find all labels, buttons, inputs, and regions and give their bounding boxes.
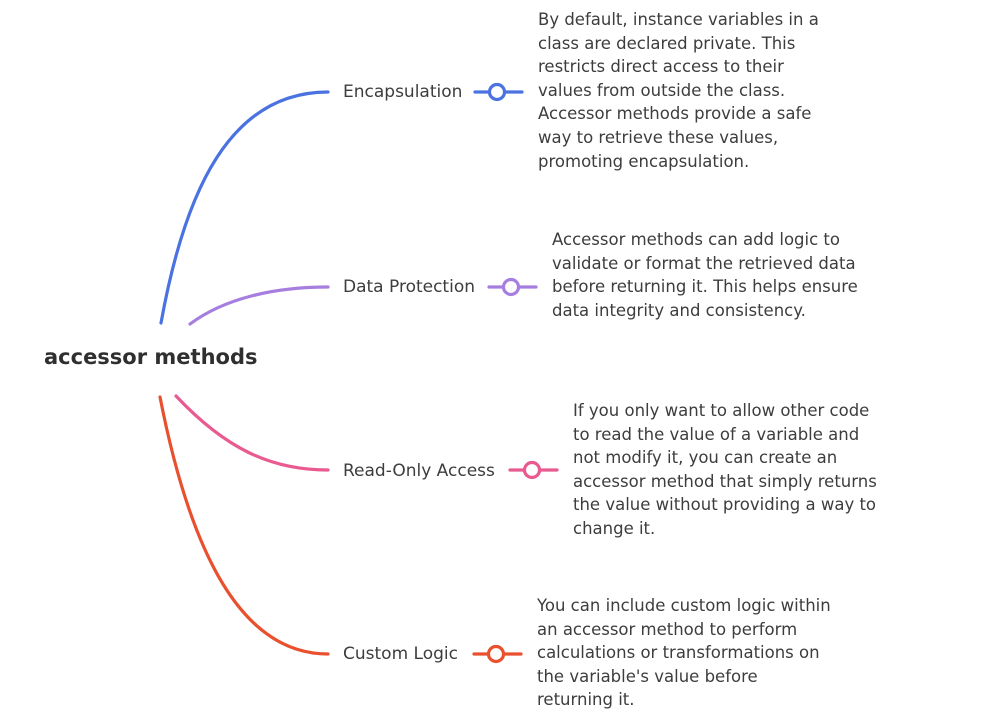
branch-label-encapsulation[interactable]: Encapsulation — [343, 82, 463, 102]
description-read-only-access: If you only want to allow other code to … — [573, 401, 877, 538]
connector-read-only-access — [174, 394, 330, 472]
node-data-protection[interactable] — [487, 277, 538, 297]
node-encapsulation[interactable] — [473, 82, 524, 102]
connector-custom-logic — [158, 395, 330, 656]
branch-label-data-protection[interactable]: Data Protection — [343, 277, 475, 297]
connector-encapsulation — [159, 90, 330, 325]
node-custom-logic[interactable] — [472, 644, 523, 664]
connector-data-protection — [188, 285, 330, 326]
branch-label-custom-logic[interactable]: Custom Logic — [343, 644, 458, 664]
description-custom-logic: You can include custom logic within an a… — [537, 596, 831, 710]
node-read-only-access[interactable] — [508, 460, 559, 480]
root-topic[interactable]: accessor methods — [44, 345, 258, 369]
branch-label-read-only-access[interactable]: Read-Only Access — [343, 461, 495, 481]
description-data-protection: Accessor methods can add logic to valida… — [552, 230, 858, 320]
description-encapsulation: By default, instance variables in a clas… — [538, 10, 819, 171]
